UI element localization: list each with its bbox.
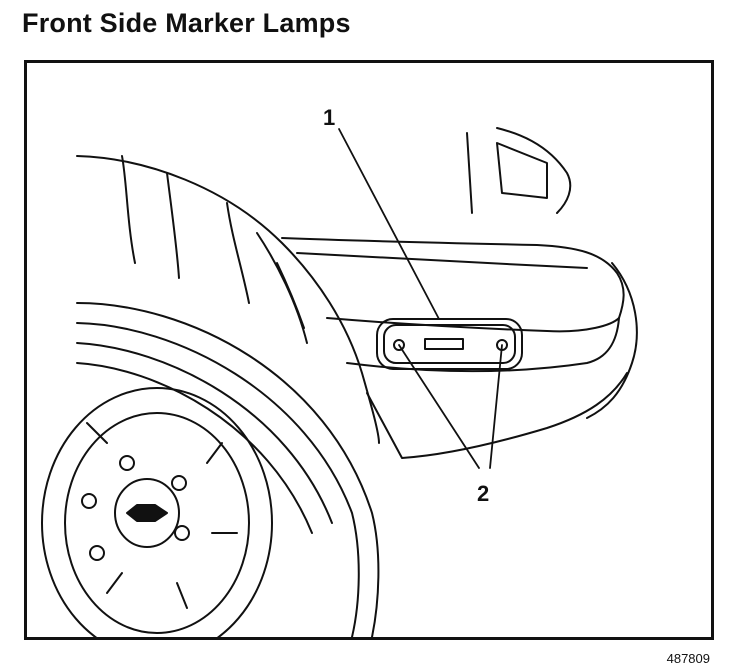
callout-1-label: 1 [323,105,335,130]
grille-edge [466,127,572,214]
bumper-corner [586,262,638,419]
diagram-frame: 1 2 [24,60,714,640]
marker-lamp-bezel [383,324,516,364]
callout-2-leader-left [398,344,480,469]
wheel-hub [114,478,180,548]
tire-inner [76,322,360,637]
lug-nut-2 [171,475,187,491]
wheel-well-liner [256,232,308,344]
lug-nut-1 [119,455,135,471]
bowtie-emblem [126,504,168,522]
wheel-rim [41,387,273,637]
callout-2-leader-right [489,344,503,469]
callout-2-label: 2 [477,481,489,506]
lug-nut-5 [89,545,105,561]
marker-lamp-lens [424,338,464,350]
marker-lamp-illustration: 1 2 [41,105,638,637]
wheel-slots [86,422,238,609]
bumper-skirt [366,372,628,459]
wheel-rim-inner [64,412,250,634]
bumper-lower [326,317,620,333]
headlamp [496,142,548,199]
fender-panel [121,155,250,304]
bumper-face [296,252,588,269]
bumper-top [281,237,625,319]
callout-1-leader [338,128,440,320]
figure-number: 487809 [666,651,710,666]
lug-nut-3 [174,525,190,541]
screw-left [393,339,405,351]
tire-outer [76,302,380,637]
tire-tread [76,342,333,534]
lug-nut-4 [81,493,97,509]
page-title: Front Side Marker Lamps [22,8,351,38]
fender-arch [76,155,380,444]
marker-lamp-housing [376,318,523,370]
